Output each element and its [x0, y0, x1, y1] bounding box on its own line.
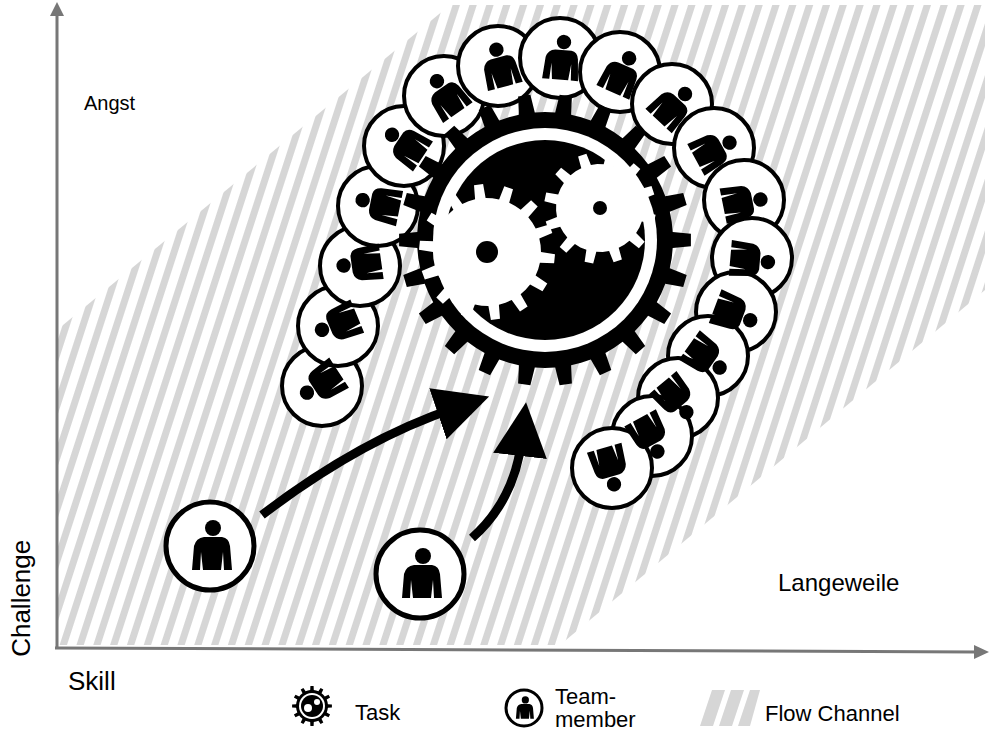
member-figure	[542, 33, 582, 81]
task-icon	[292, 686, 332, 726]
member-figure	[309, 299, 364, 350]
legend-text: Flow Channel	[765, 702, 900, 726]
team-chain	[282, 18, 792, 508]
axis-title: Challenge	[8, 539, 37, 656]
team-member	[166, 502, 254, 590]
member-figure	[645, 76, 702, 133]
member-figure	[417, 65, 472, 123]
flow-swatch	[700, 690, 760, 726]
member-figure	[587, 443, 634, 496]
task-gear	[399, 95, 691, 386]
member-figure	[679, 330, 737, 385]
legend-text: Team- member	[555, 685, 645, 731]
member-figure	[334, 243, 384, 285]
member-figure	[709, 289, 764, 339]
member-figure	[624, 409, 677, 466]
team-member	[376, 530, 464, 618]
member-icon	[506, 690, 542, 726]
region-label: Langeweile	[778, 570, 899, 596]
legend-text: Task	[355, 701, 400, 725]
member-figure	[352, 182, 403, 226]
member-figure	[476, 38, 522, 91]
join-arrow	[262, 408, 455, 515]
join-arrow	[472, 438, 522, 538]
region-label: Angst	[84, 92, 135, 114]
axis-title: Skill	[68, 667, 116, 696]
member-figure	[596, 44, 647, 100]
member-figure	[687, 123, 744, 176]
member-figure	[720, 179, 771, 223]
member-figure	[729, 240, 777, 280]
member-figure	[292, 358, 349, 413]
flow-channel	[57, 5, 985, 645]
